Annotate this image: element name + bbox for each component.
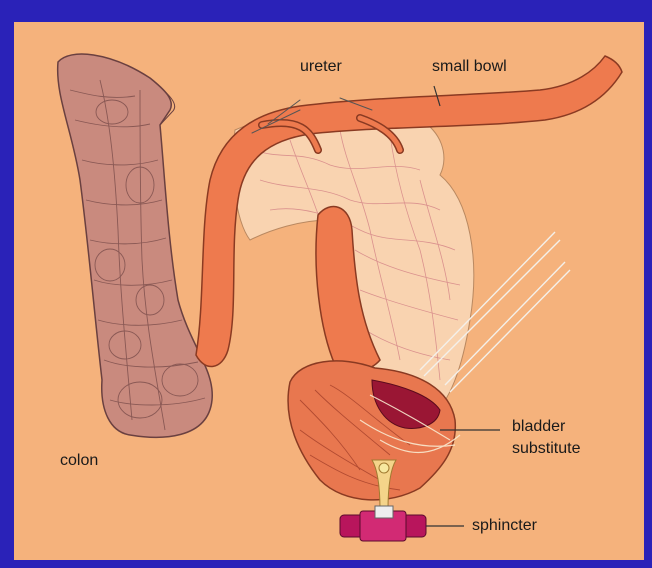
label-ureter: ureter xyxy=(300,58,342,76)
label-bladder-line2: substitute xyxy=(512,440,580,458)
label-sphincter: sphincter xyxy=(472,517,537,535)
sphincter-shape xyxy=(340,506,464,541)
label-small-bowel: small bowl xyxy=(432,58,507,76)
colon-shape xyxy=(58,54,213,437)
label-bladder-line1: bladder xyxy=(512,418,565,436)
label-colon: colon xyxy=(60,452,98,470)
